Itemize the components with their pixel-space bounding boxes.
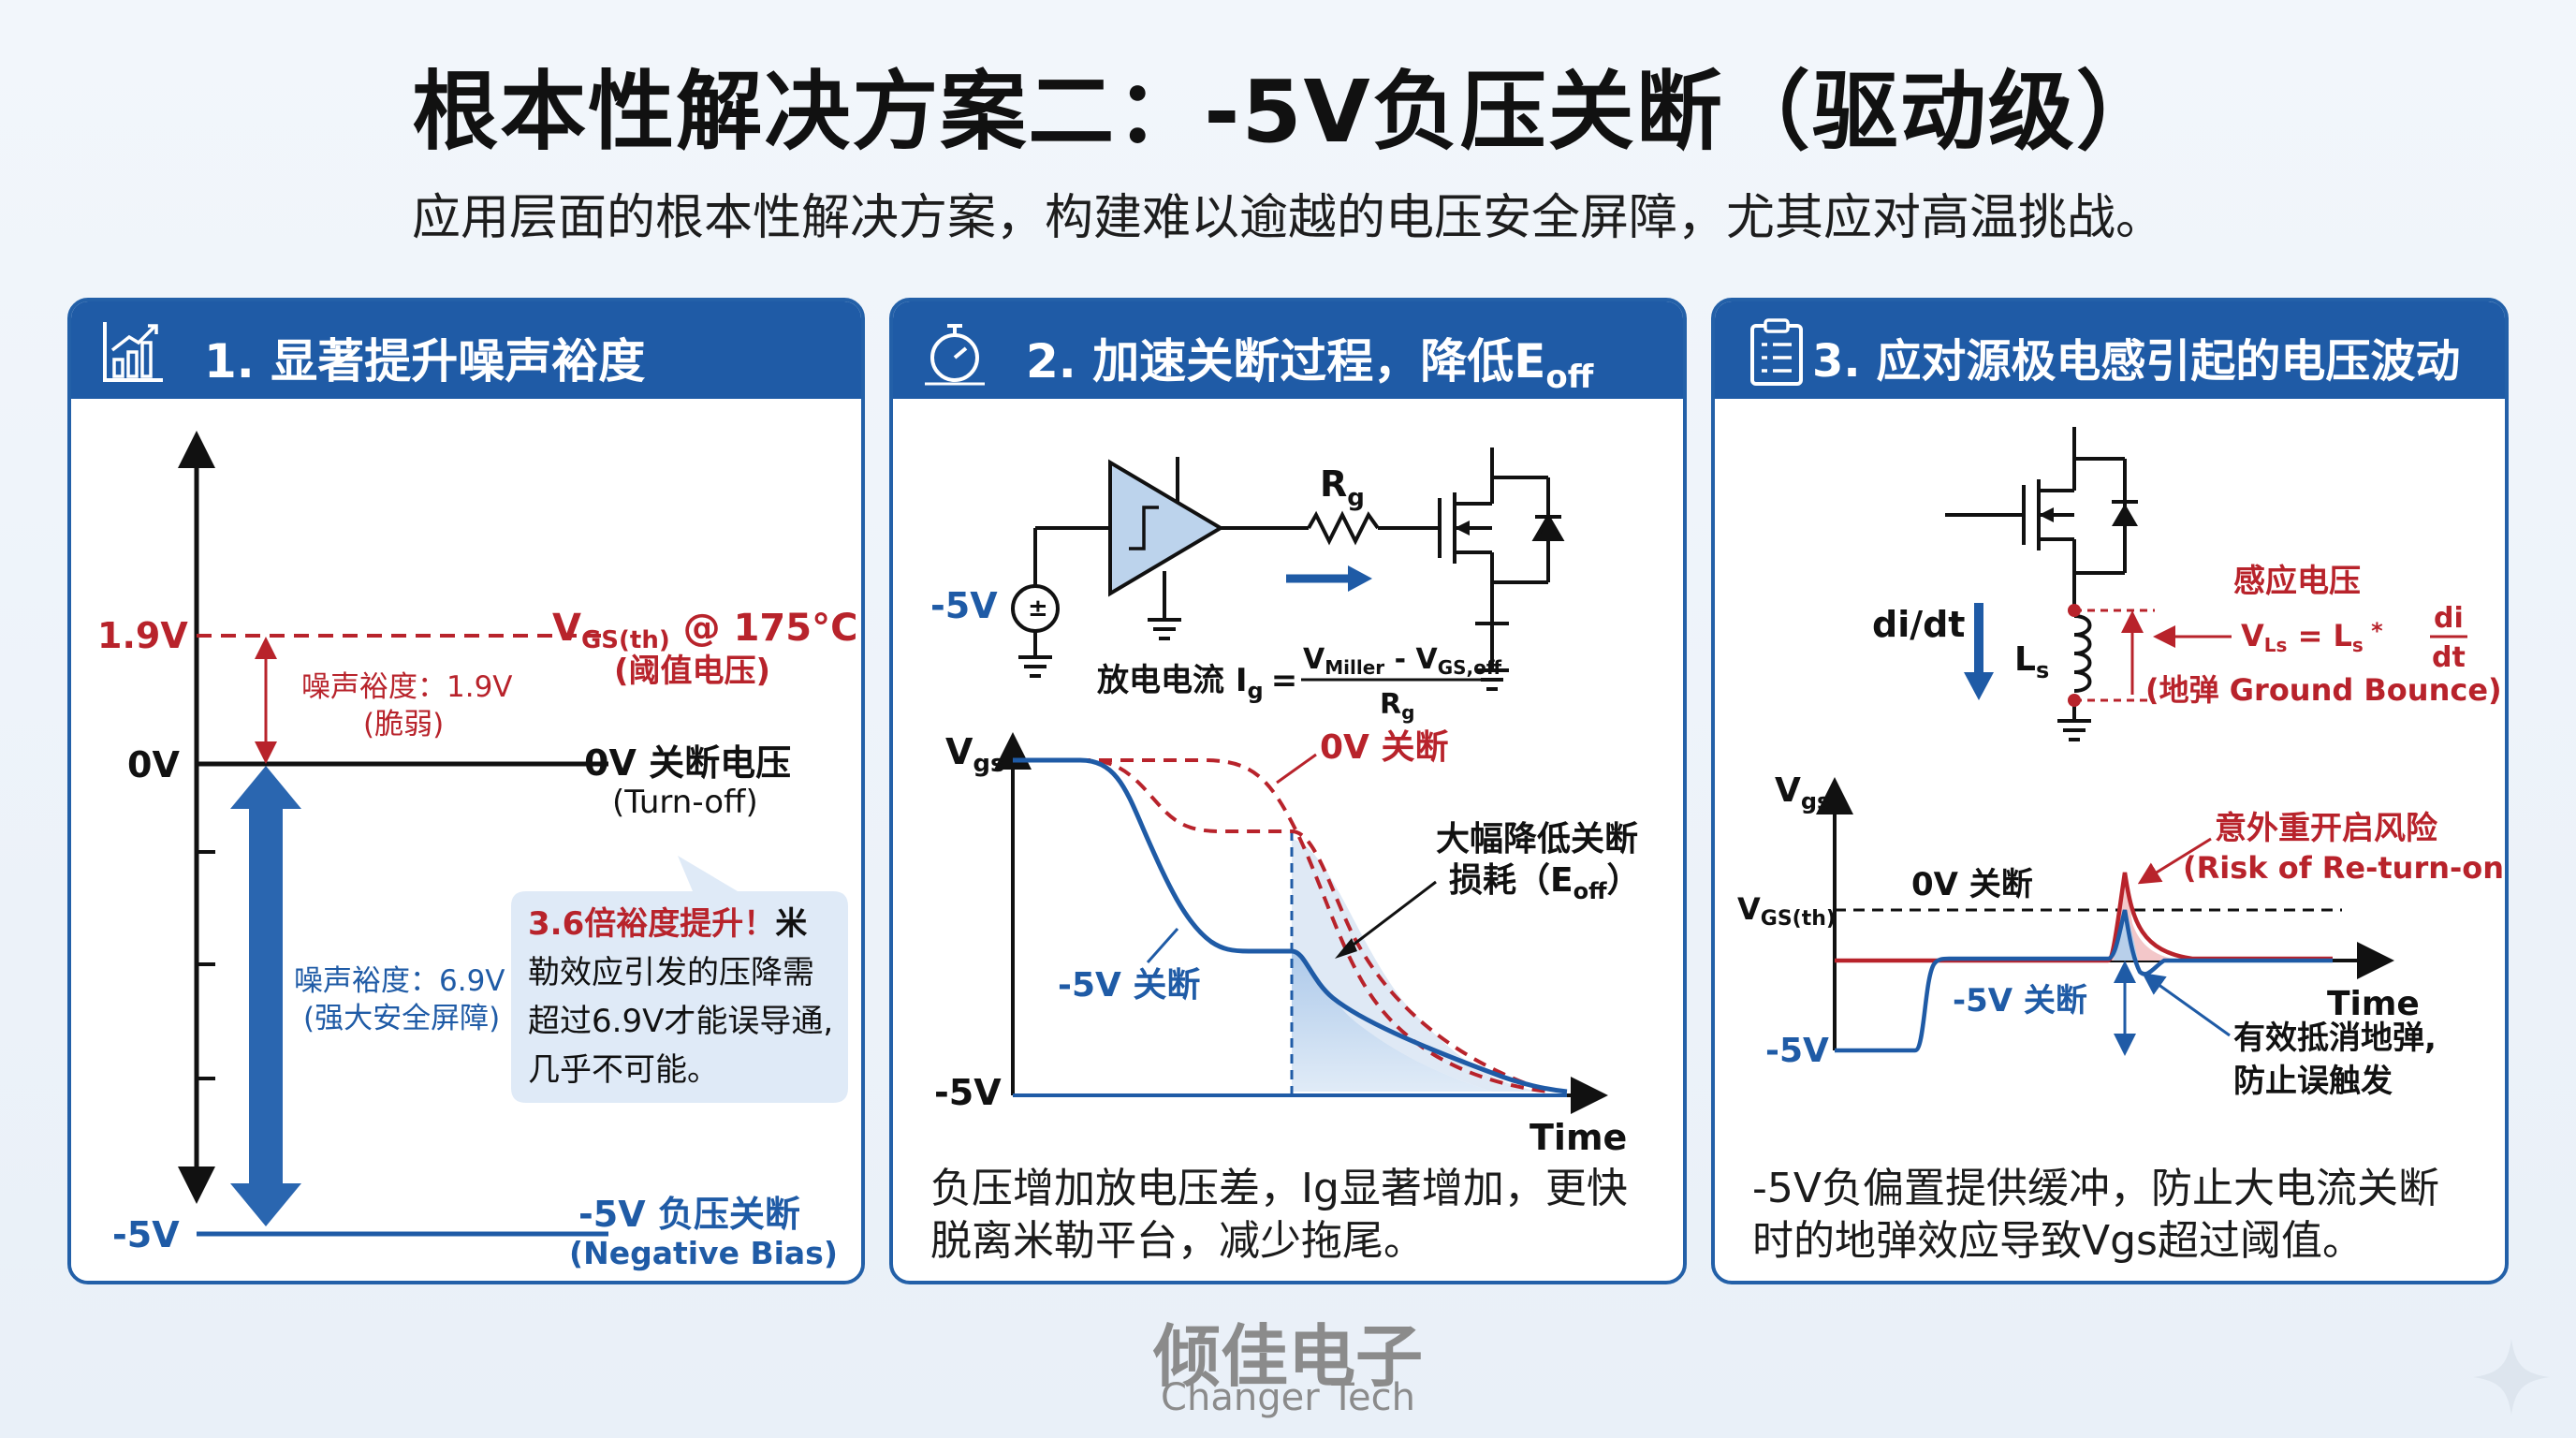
vgs-th-note: (阈值电压) [614, 653, 770, 690]
panel-header: 1. 显著提升噪声裕度 [71, 301, 861, 399]
axis-label-neg5v: -5V [112, 1214, 180, 1255]
caption-line-1: 负压增加放电压差，Ig显著增加，更快 [930, 1165, 1628, 1212]
rg-label: Rg [1320, 463, 1365, 512]
plot-time-label: Time [2327, 985, 2420, 1023]
small-margin-note: (脆弱) [363, 708, 444, 741]
noise-margin-overlay: 1.9V 0V -5V 噪声裕度：1.9V (脆弱) VGS(th) @ 175… [71, 399, 861, 1281]
risk-pointer [2137, 837, 2212, 885]
clipboard-icon [1750, 318, 1803, 386]
panel-noise-margin: 1. 显著提升噪声裕度 [67, 298, 865, 1284]
cancel-note: 防止误触发 [2233, 1063, 2393, 1100]
gate-resistor-icon [1307, 510, 1380, 546]
loss-label-2: 损耗（Eoff） [1449, 861, 1641, 904]
axis-label-0v: 0V [127, 744, 180, 785]
zero-v-curve [1835, 872, 2333, 963]
zero-off-pointer [1276, 753, 1317, 785]
callout-line-2: 勒效应引发的压降需 [528, 954, 814, 991]
callout-line-4: 几乎不可能。 [528, 1051, 719, 1089]
vls-frac-den: dt [2432, 641, 2466, 674]
loss-label-1: 大幅降低关断 [1436, 820, 1638, 858]
panel-title: 3. 应对源极电感引起的电压波动 [1812, 335, 2461, 388]
source-plus: ± [1028, 594, 1048, 623]
panel-title: 2. 加速关断过程，降低Eoff [1026, 334, 1594, 396]
plot-y-label: Vgs [945, 731, 1005, 778]
ground-bounce-label: (地弹 Ground Bounce) [2145, 672, 2502, 708]
eoff-shaded-area [1292, 951, 1492, 1092]
caption-line-2: 时的地弹效应导致Vgs超过阈值。 [1752, 1217, 2364, 1265]
induced-voltage-label: 感应电压 [2233, 563, 2361, 600]
panel-header: 3. 应对源极电感引起的电压波动 [1715, 301, 2505, 399]
turnoff-label: 0V 关断电压 [584, 742, 791, 784]
panel-title: 1. 显著提升噪声裕度 [204, 334, 646, 389]
risk-label: 意外重开启风险 [2215, 810, 2438, 847]
inductor-coil-icon [2073, 614, 2092, 693]
plot-y-label: Vgs [1775, 771, 1830, 814]
sparkle-icon [2473, 1339, 2550, 1416]
page-subtitle: 应用层面的根本性解决方案，构建难以逾越的电压安全屏障，尤其应对高温挑战。 [411, 190, 2164, 246]
zero-v-turnoff-curve [1013, 758, 1549, 1093]
ig-formula-numerator: VMiller - VGS,off [1303, 643, 1502, 679]
zero-v-turnoff-curve-2 [1013, 758, 1549, 1093]
caption-line-2: 脱离米勒平台，减少拖尾。 [930, 1217, 1425, 1265]
source-label: -5V [930, 585, 998, 626]
ground-bounce-diagram: di/dt Ls 感应电压 VLs = Ls * di dt (地弹 Groun… [1737, 427, 2509, 1100]
neg-off-label: -5V 关断 [1058, 966, 1200, 1005]
big-margin-arrow [230, 766, 301, 1226]
panel-header: 2. 加速关断过程，降低Eoff [893, 301, 1683, 399]
zero-off-label: 0V 关断 [1911, 866, 2033, 903]
stopwatch-icon [925, 324, 985, 386]
vgsth-label: VGS(th) [1737, 891, 1836, 931]
small-margin-label: 噪声裕度：1.9V [301, 670, 513, 704]
brand-name-en: Changer Tech [1161, 1376, 1415, 1419]
neg5v-curve [1835, 909, 2333, 1053]
big-margin-label: 噪声裕度：6.9V [294, 964, 505, 998]
plot-neg5-label: -5V [1765, 1032, 1829, 1070]
zero-off-label: 0V 关断 [1320, 728, 1448, 767]
ig-formula-denominator: Rg [1380, 688, 1414, 724]
vgs-th-label: VGS(th) @ 175°C [552, 607, 857, 654]
loss-pointer [1341, 880, 1437, 955]
neg5v-turnoff-curve [1013, 757, 1568, 1094]
ig-formula-text: 放电电流 Ig= [1097, 662, 1297, 704]
plot-neg5-label: -5V [934, 1072, 1002, 1113]
panel-turnoff-speed: 2. 加速关断过程，降低Eoff [889, 298, 1687, 1284]
plot-time-label: Time [1530, 1117, 1627, 1158]
risk-note: (Risk of Re-turn-on) [2183, 850, 2509, 886]
callout-box: 3.6倍裕度提升！米 勒效应引发的压降需 超过6.9V才能误导通, 几乎不可能。 [511, 856, 848, 1103]
axis-label-1-9v: 1.9V [97, 615, 188, 656]
negative-bias-label: -5V 负压关断 [578, 1194, 800, 1235]
buffer-amplifier-icon [1108, 459, 1224, 597]
neg-off-pointer [1146, 928, 1179, 963]
didt-arrow [1964, 603, 1994, 700]
gate-driver-circuit [1011, 448, 1565, 691]
didt-label: di/dt [1872, 604, 1965, 645]
cancel-label: 有效抵消地弹, [2233, 1020, 2437, 1057]
panel-ground-bounce: 3. 应对源极电感引起的电压波动 [1711, 298, 2509, 1284]
current-direction-arrow [1286, 565, 1372, 592]
ls-label: Ls [2014, 640, 2049, 683]
vls-frac-num: di [2434, 602, 2464, 635]
turnoff-note: (Turn-off) [612, 784, 758, 821]
negative-bias-note: (Negative Bias) [569, 1235, 838, 1271]
neg-off-label: -5V 关断 [1953, 982, 2087, 1020]
vls-formula: VLs = Ls * [2241, 618, 2383, 656]
panel-caption: -5V负偏置提供缓冲，防止大电流关断 时的地弹效应导致Vgs超过阈值。 [1752, 1163, 2477, 1268]
callout-line-3: 超过6.9V才能误导通, [528, 1003, 833, 1040]
bar-chart-icon [103, 322, 163, 382]
brand-name-cn: 倾佳电子 [1152, 1317, 1423, 1396]
cancel-pointer [2142, 973, 2231, 1037]
caption-line-1: -5V负偏置提供缓冲，防止大电流关断 [1752, 1165, 2439, 1212]
y-ticks [197, 850, 215, 1080]
source-inductance-circuit [1945, 427, 2138, 741]
turnoff-diagram: ± -5V Rg 放电电流 Ig= VMiller - VGS,off Rg V… [930, 448, 1641, 1158]
panel-caption: 负压增加放电压差，Ig显著增加，更快 脱离米勒平台，减少拖尾。 [930, 1163, 1655, 1268]
big-margin-note: (强大安全屏障) [303, 1002, 500, 1035]
page-title: 根本性解决方案二：-5V负压关断（驱动级） [412, 62, 2164, 162]
callout-headline: 3.6倍裕度提升！米 [528, 905, 807, 943]
